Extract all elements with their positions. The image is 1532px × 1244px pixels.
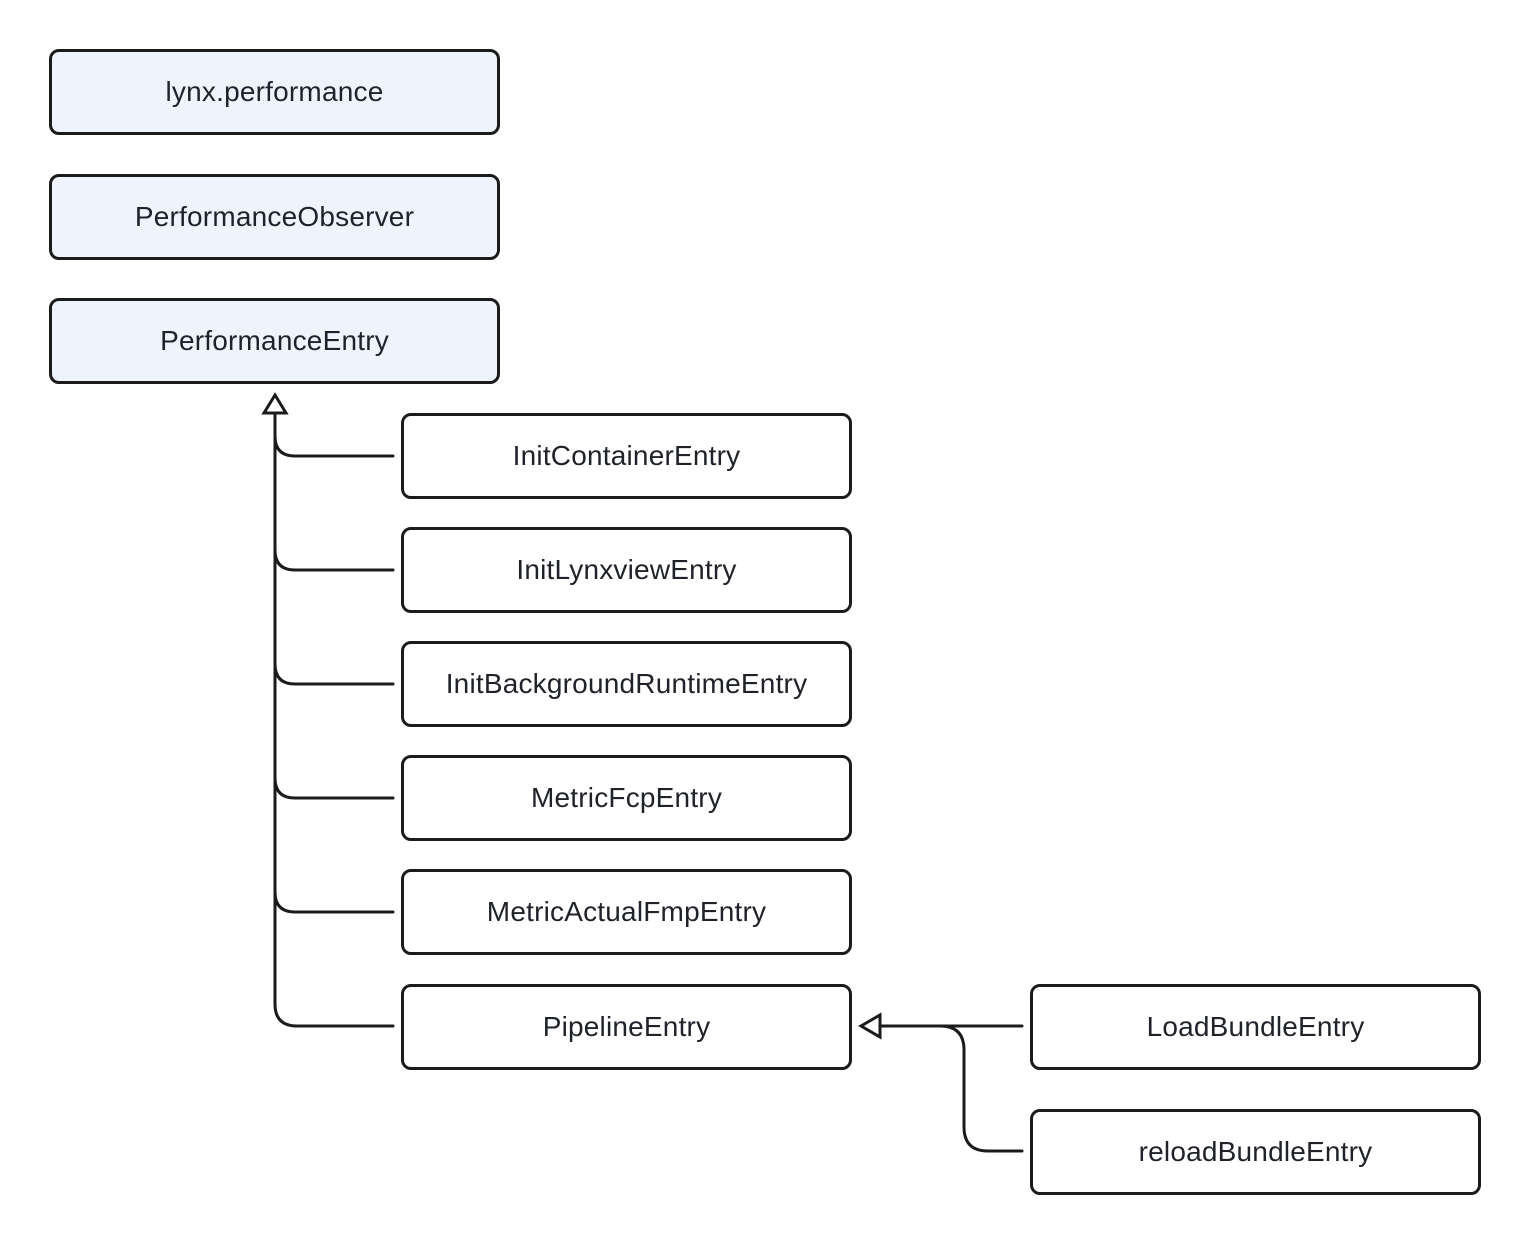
node-init-background-runtime-entry: InitBackgroundRuntimeEntry: [401, 641, 852, 727]
arrowhead-pipeline-entry: [858, 1012, 882, 1040]
node-label: LoadBundleEntry: [1146, 1011, 1365, 1042]
node-label: InitLynxviewEntry: [516, 554, 737, 585]
node-label: lynx.performance: [165, 76, 384, 107]
node-label: PerformanceObserver: [134, 201, 415, 232]
node-label: MetricActualFmpEntry: [486, 896, 767, 927]
edge-metric-fcp-entry: [273, 776, 395, 800]
edge-reload-bundle-entry: [938, 1024, 1024, 1153]
node-performance-entry: PerformanceEntry: [49, 298, 500, 384]
node-metric-actual-fmp-entry: MetricActualFmpEntry: [401, 869, 852, 955]
edge-init-container-entry: [273, 434, 395, 458]
node-label: InitBackgroundRuntimeEntry: [445, 668, 808, 699]
edge-init-background-runtime-entry: [273, 662, 395, 686]
node-lynx-performance: lynx.performance: [49, 49, 500, 135]
node-pipeline-entry: PipelineEntry: [401, 984, 852, 1070]
node-init-container-entry: InitContainerEntry: [401, 413, 852, 499]
node-reload-bundle-entry: reloadBundleEntry: [1030, 1109, 1481, 1195]
node-performance-observer: PerformanceObserver: [49, 174, 500, 260]
node-metric-fcp-entry: MetricFcpEntry: [401, 755, 852, 841]
node-label: reloadBundleEntry: [1138, 1136, 1373, 1167]
node-label: MetricFcpEntry: [530, 782, 723, 813]
arrowhead-performance-entry: [261, 392, 289, 415]
edge-init-lynxview-entry: [273, 548, 395, 572]
edge-metric-actual-fmp-entry: [273, 890, 395, 914]
edge-pipeline-entry: [273, 1002, 395, 1028]
node-load-bundle-entry: LoadBundleEntry: [1030, 984, 1481, 1070]
node-label: InitContainerEntry: [512, 440, 741, 471]
node-label: PipelineEntry: [542, 1011, 711, 1042]
node-init-lynxview-entry: InitLynxviewEntry: [401, 527, 852, 613]
node-label: PerformanceEntry: [160, 325, 389, 356]
